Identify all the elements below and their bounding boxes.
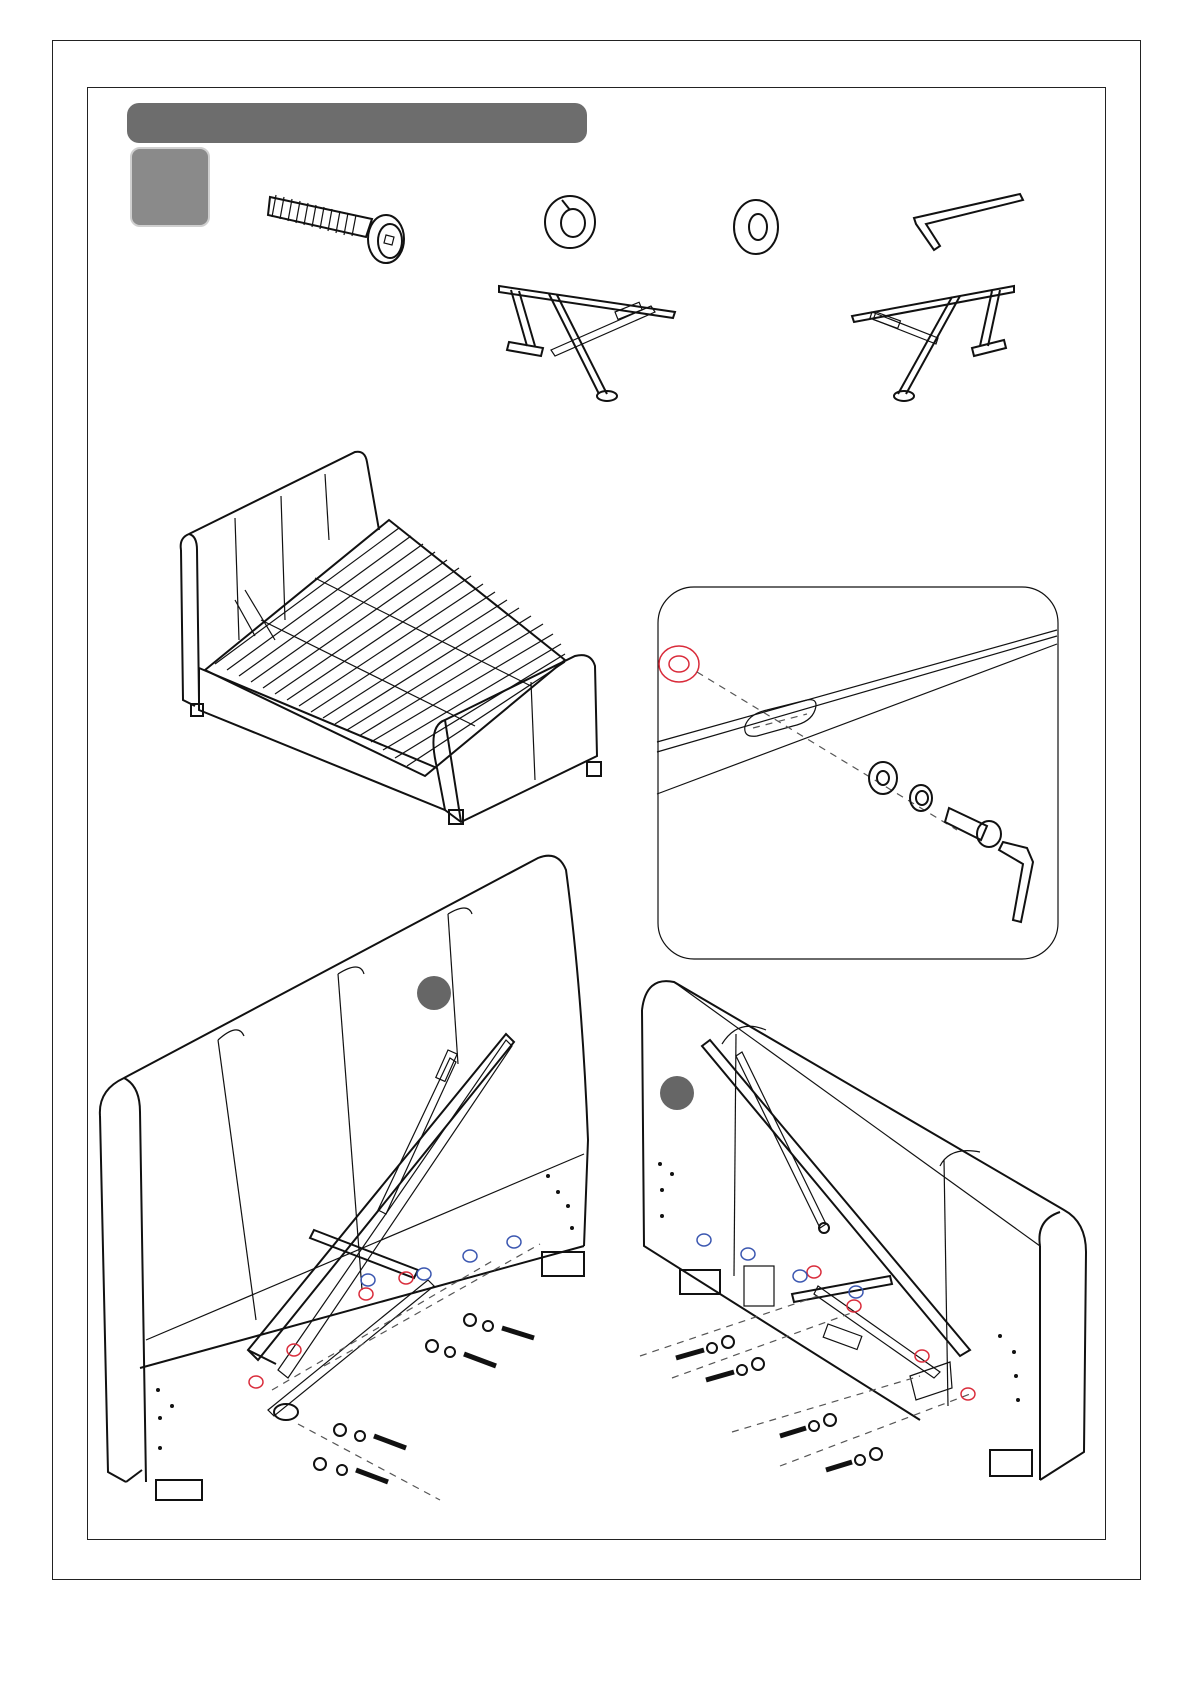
step-title-bar	[127, 103, 587, 143]
bed-frame-overview	[175, 450, 625, 860]
marker-red-circle	[659, 646, 699, 682]
lift-mechanism-right-icon	[848, 282, 1018, 402]
blue-markers-left	[361, 1236, 521, 1286]
spring-washer-icon	[540, 192, 600, 252]
blue-markers-right	[697, 1234, 863, 1298]
headboard-left-assembly	[98, 850, 608, 1500]
marker-badge-left	[417, 976, 451, 1010]
step-number-badge	[130, 147, 210, 227]
detail-callout-panel	[657, 586, 1059, 960]
allen-key-icon	[910, 192, 1030, 262]
bolt-icon	[262, 185, 422, 265]
flat-washer-icon	[730, 197, 782, 257]
headboard-right-assembly	[640, 976, 1090, 1496]
marker-badge-right	[660, 1076, 694, 1110]
lift-mechanism-left-icon	[495, 282, 680, 402]
red-markers-left	[249, 1272, 413, 1388]
